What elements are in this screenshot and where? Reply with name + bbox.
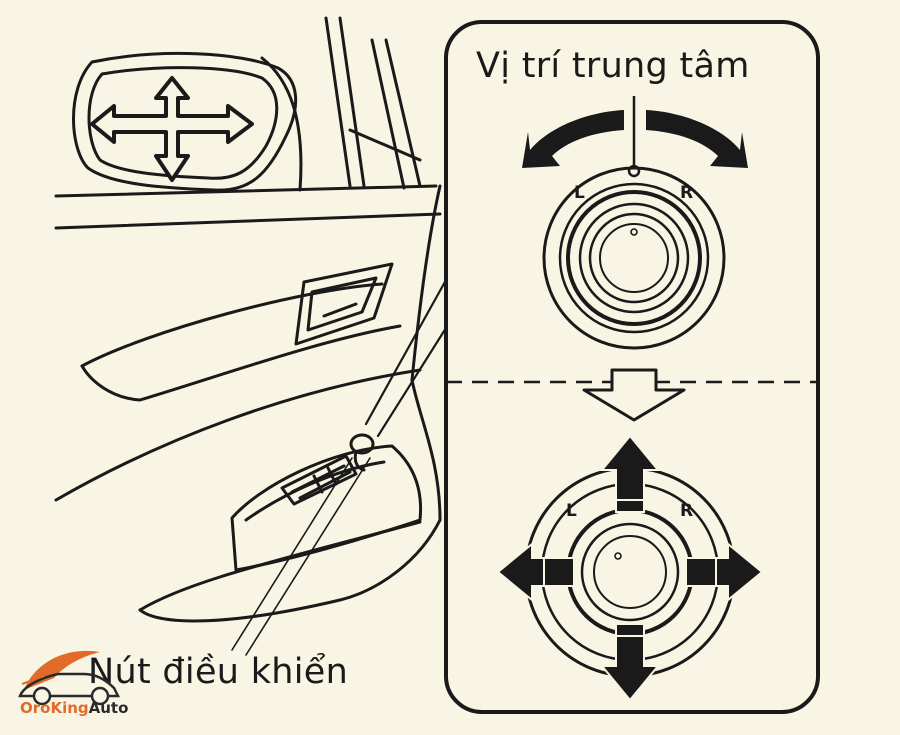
left-mark-top: L [574,183,585,203]
brand-logo [18,650,121,706]
center-position-label: Vị trí trung tâm [476,46,750,86]
pointer-line [231,457,353,651]
right-mark-bottom: R [680,501,693,521]
brand-part2: Auto [88,699,129,717]
brand-part1: OroKing [20,699,89,717]
knob-center-position [542,166,726,350]
callout-box [444,20,820,714]
right-mark-top: R [680,183,693,203]
knob-on-door [349,433,375,455]
rotation-arrows-icon [522,110,748,168]
control-knob-label: Nút điều khiển [88,652,349,692]
car-door-drawing [54,16,448,656]
left-mark-bottom: L [566,501,577,521]
four-way-arrows-icon [496,434,764,702]
brand-logo-text: OroKingAuto [20,699,128,717]
mirror-direction-cross-icon [90,76,254,182]
down-arrow-icon [582,368,686,422]
side-mirror [72,51,298,192]
